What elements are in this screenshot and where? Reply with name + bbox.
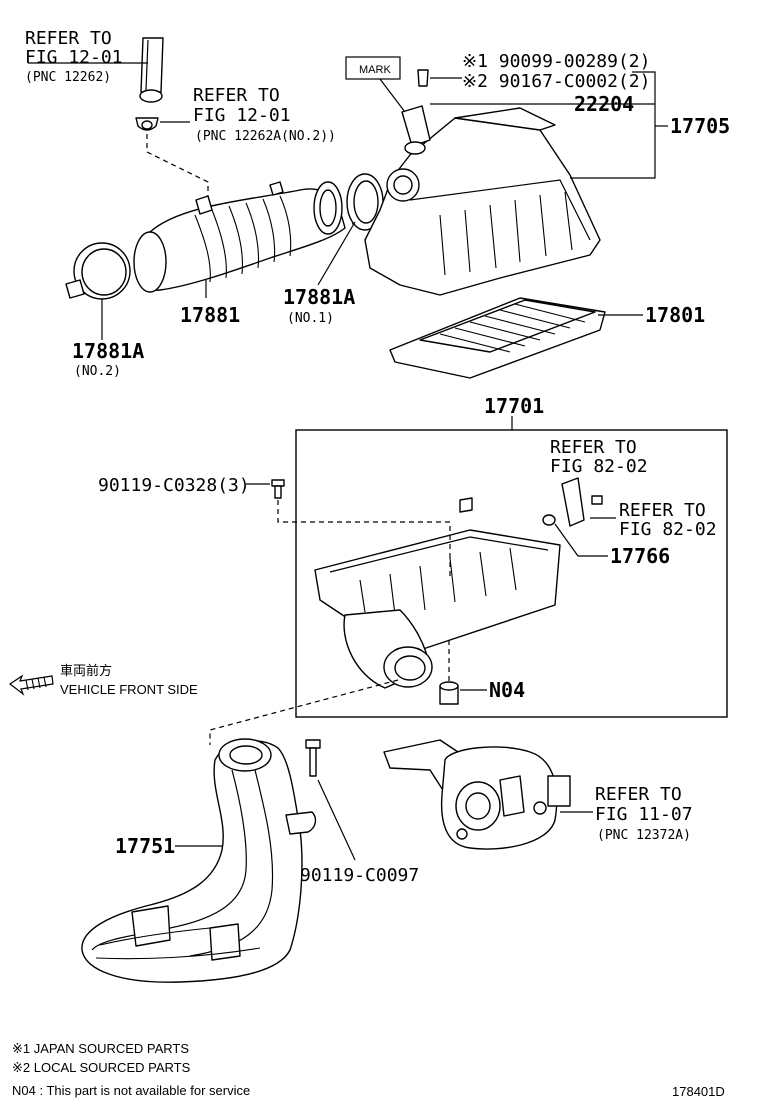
- intake-pipe: [139, 37, 164, 103]
- dash-clip-hose: [146, 134, 209, 200]
- part-clamp-no1-sub: (NO.1): [287, 311, 334, 326]
- ref-top-mid-l2: FIG 12-01: [193, 105, 291, 126]
- leader-clamp-no1: [317, 221, 356, 286]
- ref-top-mid-l3: (PNC 12262A(NO.2)): [195, 129, 336, 144]
- air-cleaner-cap: [364, 107, 601, 296]
- part-bolt2: ※2 90167-C0002(2): [462, 71, 650, 92]
- intake-hose: [133, 181, 364, 293]
- ref-bracket-lower-l2: FIG 82-02: [619, 519, 717, 540]
- ref-bracket-upper-l2: FIG 82-02: [550, 456, 648, 477]
- bolt-c0097: [305, 739, 321, 777]
- ref-bracket-lower-l1: REFER TO: [619, 500, 706, 521]
- part-filter: 17801: [645, 303, 705, 327]
- ref-top-left-l3: (PNC 12262): [25, 70, 111, 85]
- leader-grommet: [554, 523, 608, 557]
- grommet-part: [542, 514, 556, 526]
- part-clamp-no1: 17881A: [283, 285, 355, 309]
- note-local: ※2 LOCAL SOURCED PARTS: [12, 1060, 191, 1075]
- leader-mark: [379, 78, 406, 113]
- part-bolt1: ※1 90099-00289(2): [462, 51, 650, 72]
- part-cap: 17705: [670, 114, 730, 138]
- ref-top-left-l2: FIG 12-01: [25, 47, 123, 68]
- ref-top-left-l1: REFER TO: [25, 28, 112, 49]
- engine-mount: [383, 739, 571, 850]
- ref-mount-l2: FIG 11-07: [595, 804, 693, 825]
- air-filter: [389, 297, 606, 379]
- dash-bolt3: [277, 500, 451, 580]
- direction-en: VEHICLE FRONT SIDE: [60, 682, 198, 697]
- leader-bolt4: [317, 779, 356, 861]
- mark-box: [345, 56, 401, 80]
- part-sensor: 22204: [574, 92, 634, 116]
- front-arrow-icon: [8, 674, 54, 696]
- bracket-17705: [570, 71, 656, 179]
- part-bolt3: 90119-C0328(3): [98, 475, 250, 496]
- dash-case-duct: [209, 679, 399, 745]
- figure-id: 178401D: [672, 1084, 725, 1099]
- part-bolt4: 90119-C0097: [300, 865, 419, 886]
- ref-top-mid-l1: REFER TO: [193, 85, 280, 106]
- bracket-part: [561, 477, 603, 527]
- part-hose: 17881: [180, 303, 240, 327]
- part-grommet: 17766: [610, 544, 670, 568]
- air-cleaner-case: [314, 497, 561, 689]
- ref-mount-l3: (PNC 12372A): [597, 828, 691, 843]
- n04-part: [439, 681, 459, 705]
- ref-bracket-upper-l1: REFER TO: [550, 437, 637, 458]
- part-case: 17701: [484, 394, 544, 418]
- note-n04: N04 : This part is not available for ser…: [12, 1083, 250, 1098]
- part-clamp-no2-sub: (NO.2): [74, 364, 121, 379]
- air-duct: [81, 738, 317, 983]
- part-duct: 17751: [115, 834, 175, 858]
- clamp-no2: [65, 242, 131, 300]
- case-group-frame: [295, 429, 728, 718]
- clip-part: [135, 117, 159, 131]
- direction-jp: 車両前方: [60, 663, 112, 678]
- part-n04: N04: [489, 678, 525, 702]
- mark-label: MARK: [359, 64, 391, 76]
- maf-sensor: [401, 69, 431, 155]
- ref-mount-l1: REFER TO: [595, 784, 682, 805]
- bolt-c0328: [271, 479, 285, 499]
- note-japan: ※1 JAPAN SOURCED PARTS: [12, 1041, 189, 1056]
- part-clamp-no2: 17881A: [72, 339, 144, 363]
